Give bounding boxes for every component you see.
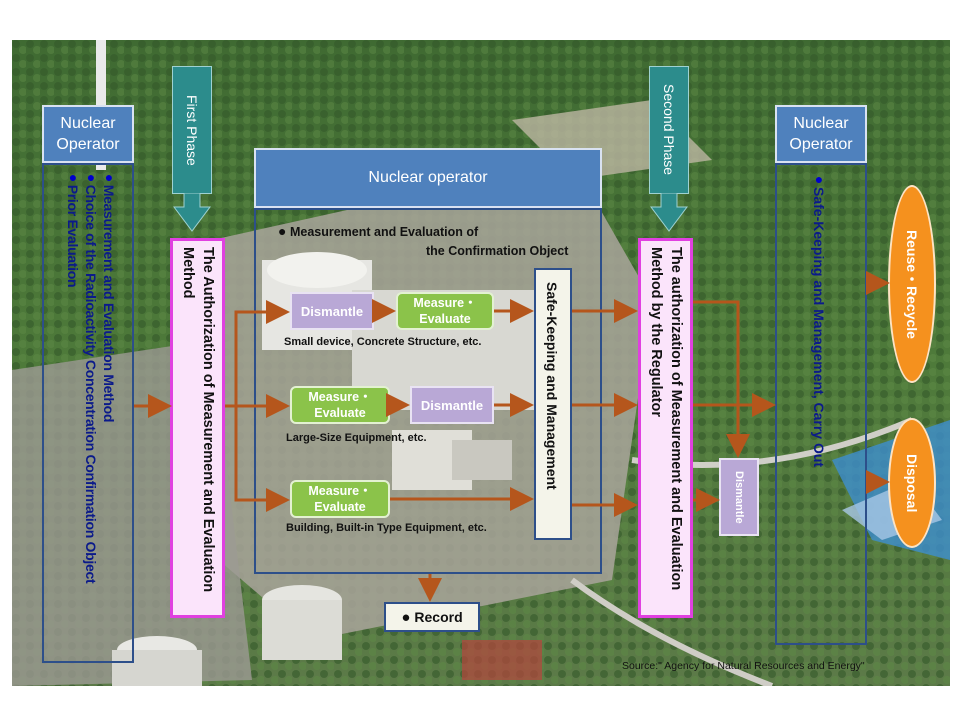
safekeeping-box: Safe-Keeping and Management — [534, 268, 572, 540]
disposal-ellipse: Disposal — [888, 418, 936, 548]
second-phase-authorization-text: The authorization of Measurement and Eva… — [648, 247, 684, 591]
dismantle-box-second-phase: Dismantle — [719, 458, 759, 536]
left-operator-title-line1: Nuclear — [60, 115, 116, 132]
first-phase-down-arrow-icon — [173, 193, 211, 232]
left-operator-item: ●Prior Evaluation — [65, 169, 81, 288]
left-operator-title-line2: Operator — [56, 136, 120, 153]
first-phase-authorization-text: The Authorization of Measurement and Eva… — [180, 247, 216, 593]
bullet-dot-icon: ● — [811, 171, 827, 187]
second-phase-label: Second Phase — [649, 66, 689, 194]
dismantle-box-row2: Dismantle — [410, 386, 494, 424]
second-phase-authorization-box: The authorization of Measurement and Eva… — [638, 238, 693, 618]
left-operator-item: ●Choice of the Radioactivity Concentrati… — [83, 169, 99, 584]
black-bullet-icon: ● — [401, 608, 411, 626]
right-operator-panel: ●Safe-Keeping and Management, Carry Out — [775, 163, 867, 645]
black-bullet-icon: ● — [278, 223, 287, 239]
right-operator-header: Nuclear Operator — [775, 105, 867, 163]
bullet-dot-icon: ● — [101, 169, 117, 185]
left-operator-item-list: ●Measurement and Evaluation Method ●Choi… — [64, 169, 118, 583]
reuse-recycle-ellipse: Reuse・Recycle — [888, 185, 936, 383]
bullet-dot-icon: ● — [65, 169, 81, 185]
dismantle-box-row1: Dismantle — [290, 292, 374, 330]
caption-row2: Large-Size Equipment, etc. — [286, 432, 427, 444]
safekeeping-text: Safe-Keeping and Management — [544, 282, 560, 490]
left-operator-panel: ●Measurement and Evaluation Method ●Choi… — [42, 163, 134, 663]
first-phase-label: First Phase — [172, 66, 212, 194]
measurement-title: ● Measurement and Evaluation of the Conf… — [278, 223, 569, 258]
first-phase-authorization-box: The Authorization of Measurement and Eva… — [170, 238, 225, 618]
right-operator-item: ●Safe-Keeping and Management, Carry Out — [811, 171, 827, 468]
right-operator-title-line2: Operator — [789, 136, 853, 153]
record-box: ●Record — [384, 602, 480, 632]
center-operator-header: Nuclear operator — [254, 148, 602, 208]
center-operator-panel — [254, 208, 602, 574]
measure-evaluate-box-row3: Measure・Evaluate — [290, 480, 390, 518]
measure-evaluate-box-row2: Measure・Evaluate — [290, 386, 390, 424]
measure-evaluate-box-row1: Measure・Evaluate — [396, 292, 494, 330]
right-operator-title-line1: Nuclear — [793, 115, 849, 132]
caption-row1: Small device, Concrete Structure, etc. — [284, 336, 482, 348]
left-operator-header: Nuclear Operator — [42, 105, 134, 163]
caption-row3: Building, Built-in Type Equipment, etc. — [286, 522, 487, 534]
left-operator-item: ●Measurement and Evaluation Method — [101, 169, 117, 423]
second-phase-down-arrow-icon — [650, 193, 688, 232]
source-caption: Source:" Agency for Natural Resources an… — [622, 660, 865, 672]
bullet-dot-icon: ● — [83, 169, 99, 185]
